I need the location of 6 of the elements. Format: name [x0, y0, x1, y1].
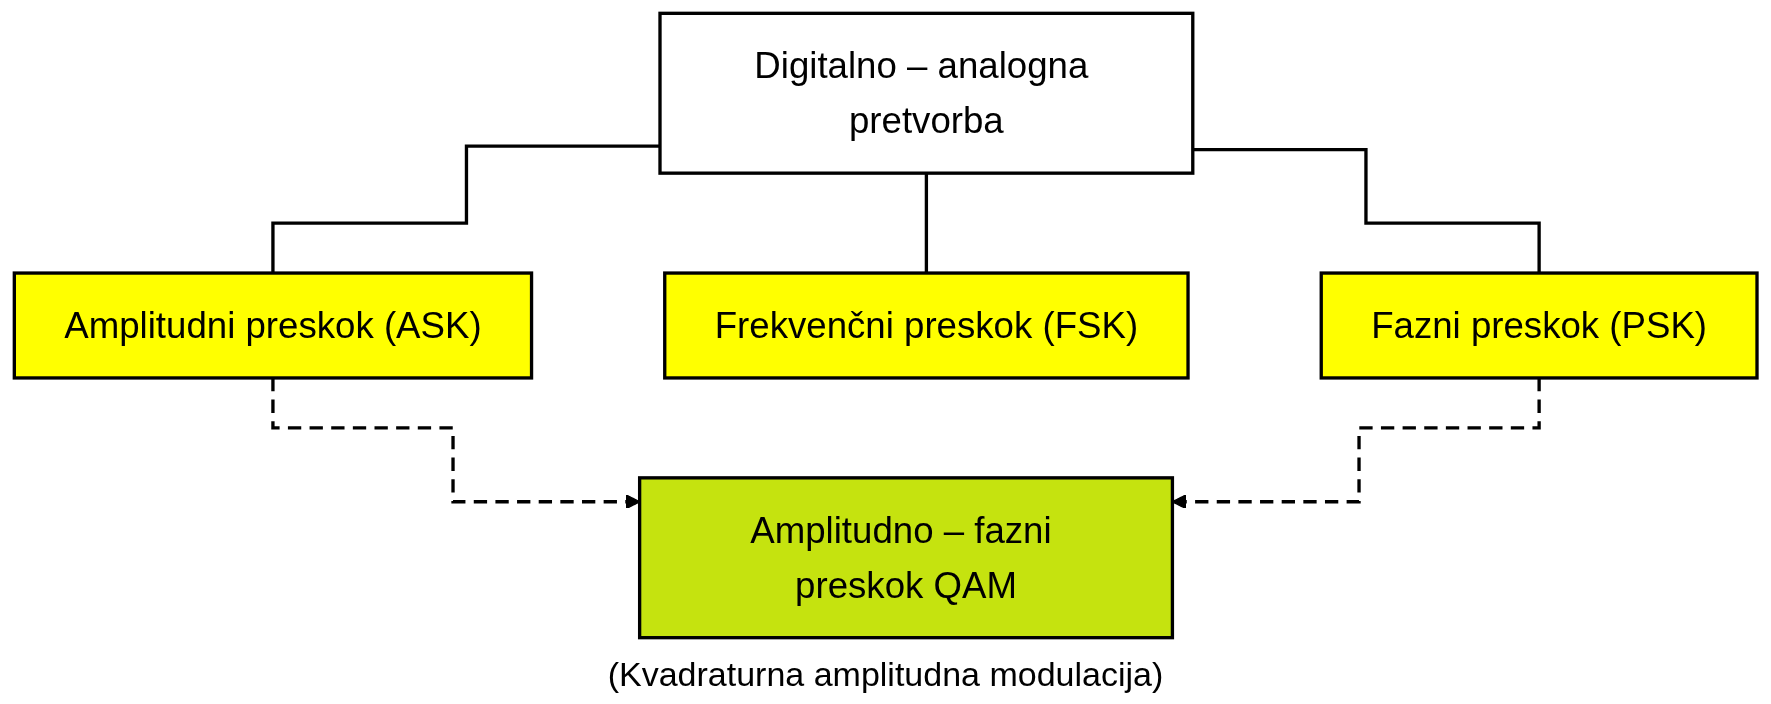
- node-box: Digitalno – analogna pretvorba: [658, 11, 1195, 175]
- node-caption: (Kvadraturna amplitudna modulacija): [607, 655, 1164, 694]
- node-box: Frekvenčni preskok (FSK): [662, 271, 1190, 380]
- node-box: Amplitudno – fazni preskok QAM: [637, 476, 1174, 640]
- node-box: Fazni preskok (PSK): [1319, 271, 1759, 380]
- node-box: Amplitudni preskok (ASK): [12, 271, 534, 380]
